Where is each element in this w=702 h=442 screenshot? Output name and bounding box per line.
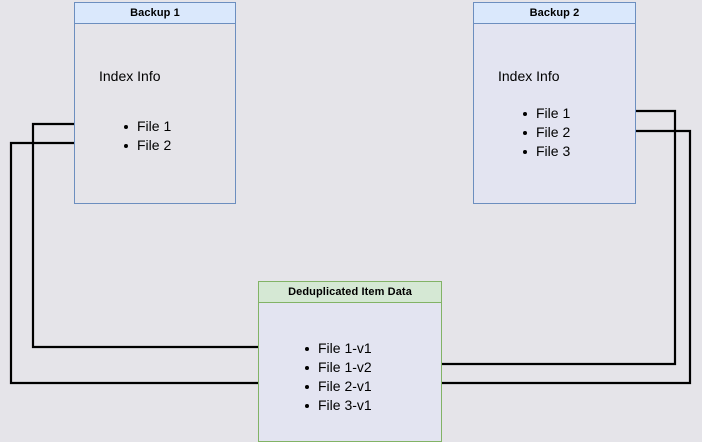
backup-1-file-list: File 1 File 2 xyxy=(121,117,171,155)
backup-2-file-item[interactable]: File 2 xyxy=(520,123,570,142)
dedup-item[interactable]: File 2-v1 xyxy=(302,377,372,396)
dedup-item[interactable]: File 1-v2 xyxy=(302,358,372,377)
node-backup-1[interactable]: Backup 1 Index Info File 1 File 2 xyxy=(74,2,236,204)
node-backup-1-body: Index Info File 1 File 2 xyxy=(75,24,235,203)
node-backup-2-body: Index Info File 1 File 2 File 3 xyxy=(474,24,635,203)
node-backup-2-title: Backup 2 xyxy=(474,3,635,24)
node-backup-2[interactable]: Backup 2 Index Info File 1 File 2 File 3 xyxy=(473,2,636,204)
node-backup-1-title: Backup 1 xyxy=(75,3,235,24)
node-deduplicated-item-data[interactable]: Deduplicated Item Data File 1-v1 File 1-… xyxy=(258,281,442,442)
dedup-item[interactable]: File 3-v1 xyxy=(302,396,372,415)
backup-2-file-list: File 1 File 2 File 3 xyxy=(520,104,570,161)
backup-1-file-item[interactable]: File 2 xyxy=(121,136,171,155)
backup-2-file-item[interactable]: File 1 xyxy=(520,104,570,123)
backup-1-file-item[interactable]: File 1 xyxy=(121,117,171,136)
dedup-item-list: File 1-v1 File 1-v2 File 2-v1 File 3-v1 xyxy=(302,339,372,415)
dedup-item[interactable]: File 1-v1 xyxy=(302,339,372,358)
backup-2-file-item[interactable]: File 3 xyxy=(520,142,570,161)
backup-2-index-label: Index Info xyxy=(498,68,560,84)
backup-1-index-label: Index Info xyxy=(99,68,161,84)
node-deduplicated-item-data-body: File 1-v1 File 1-v2 File 2-v1 File 3-v1 xyxy=(259,303,441,441)
node-deduplicated-item-data-title: Deduplicated Item Data xyxy=(259,282,441,303)
